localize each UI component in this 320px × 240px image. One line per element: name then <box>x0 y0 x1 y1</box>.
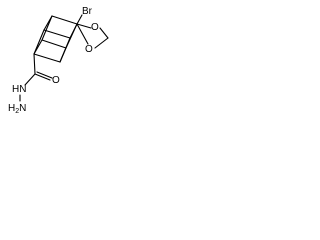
molecule-structure-diagram: Br O O O HN H2N <box>8 6 109 115</box>
bond <box>43 15 53 31</box>
bond <box>59 47 67 63</box>
bond <box>76 14 83 25</box>
bond <box>41 39 67 49</box>
atom-label-oxygen-bottom: O <box>85 44 93 55</box>
atom-label-amide-nh: HN <box>12 84 26 95</box>
bond <box>33 39 43 55</box>
amine-nh2-n: N <box>19 103 26 114</box>
carbohydrazide-substituent: O HN H2N <box>8 53 60 115</box>
atom-label-carbonyl-oxygen: O <box>52 75 60 86</box>
bond <box>51 15 78 25</box>
bond <box>99 27 109 39</box>
bond <box>43 29 71 39</box>
atom-label-oxygen-top: O <box>91 22 99 33</box>
bromine-substituent: Br <box>76 6 93 25</box>
atom-label-bromine: Br <box>82 6 93 17</box>
bond <box>36 71 53 79</box>
bond <box>76 23 92 29</box>
bond <box>76 23 89 45</box>
bond <box>24 73 36 86</box>
bond <box>34 73 51 81</box>
amine-nh2-h: H <box>8 103 15 114</box>
atom-label-amine-nh2: H2N <box>8 103 26 115</box>
cubane-cage <box>33 15 78 63</box>
bond <box>33 53 61 63</box>
bond <box>94 37 109 49</box>
dioxolane-ring: O O <box>76 22 109 55</box>
amine-nh2-subscript: 2 <box>15 108 19 115</box>
bond <box>69 23 78 39</box>
bond <box>33 53 36 75</box>
